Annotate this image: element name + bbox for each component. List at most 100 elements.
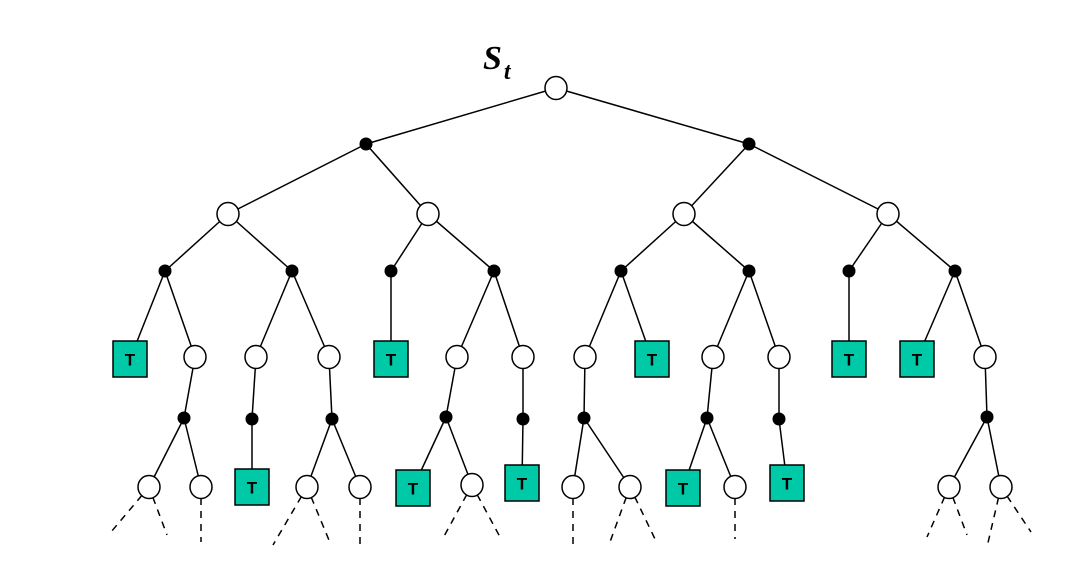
state-node xyxy=(183,344,207,370)
state-node xyxy=(618,474,642,500)
terminal-node: T xyxy=(769,464,805,502)
terminal-box xyxy=(665,469,701,507)
tree-edge xyxy=(555,87,750,145)
action-node xyxy=(325,412,339,426)
action-node xyxy=(285,264,299,278)
tree-edge xyxy=(583,417,631,488)
state-node xyxy=(295,474,319,500)
terminal-box xyxy=(634,340,670,378)
terminal-label: T xyxy=(782,475,793,494)
tree-nodes: T T T T T T T T T T xyxy=(112,75,1013,507)
root-state-label-main: S xyxy=(483,40,502,77)
tree-edge xyxy=(365,143,429,215)
action-node xyxy=(842,264,856,278)
action-node xyxy=(487,264,501,278)
continuation-dash xyxy=(476,494,501,538)
terminal-node: T xyxy=(665,469,701,507)
continuation-dash xyxy=(310,496,332,546)
state-node xyxy=(244,344,268,370)
state-node xyxy=(511,344,535,370)
terminal-node: T xyxy=(373,340,409,378)
state-node xyxy=(137,474,161,500)
action-node xyxy=(980,410,994,424)
tree-edges xyxy=(129,87,1002,489)
terminal-label: T xyxy=(678,480,689,499)
terminal-node: T xyxy=(504,464,540,502)
terminal-label: T xyxy=(386,351,397,370)
tree-edge xyxy=(331,418,361,488)
state-node xyxy=(561,474,585,500)
state-node xyxy=(672,201,696,227)
action-node xyxy=(245,412,259,426)
terminal-box xyxy=(899,340,935,378)
action-node xyxy=(742,137,756,151)
action-node xyxy=(439,410,453,424)
action-node xyxy=(177,411,191,425)
terminal-label: T xyxy=(125,351,136,370)
terminal-box xyxy=(504,464,540,502)
state-node xyxy=(348,474,372,500)
action-node xyxy=(384,264,398,278)
continuation-dash xyxy=(986,497,1000,548)
tree-edge xyxy=(291,270,330,358)
tree-edge xyxy=(227,143,367,215)
action-node xyxy=(772,412,786,426)
terminal-label: T xyxy=(517,475,528,494)
tree-edge xyxy=(164,270,196,358)
tree-edge xyxy=(683,143,750,215)
tree-edge xyxy=(427,213,495,272)
terminal-label: T xyxy=(844,351,855,370)
state-node xyxy=(573,344,597,370)
tree-edge xyxy=(683,213,750,272)
state-node xyxy=(723,474,747,500)
continuation-dash xyxy=(609,497,627,543)
state-node xyxy=(445,344,469,370)
state-node xyxy=(701,344,725,370)
tree-edge xyxy=(456,270,495,358)
action-node xyxy=(577,411,591,425)
tree-edge xyxy=(365,87,557,145)
terminal-node: T xyxy=(899,340,935,378)
terminal-box xyxy=(769,464,805,502)
state-node xyxy=(216,201,240,227)
state-node xyxy=(460,472,484,498)
terminal-box xyxy=(112,340,148,378)
tree-edge xyxy=(227,213,293,272)
tree-edge xyxy=(712,270,750,358)
continuation-dash xyxy=(441,494,468,541)
terminal-box xyxy=(373,340,409,378)
terminal-box xyxy=(234,468,270,506)
continuation-dash xyxy=(952,497,968,536)
state-node xyxy=(544,75,568,101)
terminal-node: T xyxy=(112,340,148,378)
state-node xyxy=(973,344,997,370)
terminal-label: T xyxy=(408,480,419,499)
state-node xyxy=(876,201,900,227)
action-node xyxy=(948,264,962,278)
terminal-node: T xyxy=(634,340,670,378)
tree-edge xyxy=(584,270,622,358)
continuation-dash xyxy=(926,496,946,538)
tree-edge xyxy=(948,416,988,488)
state-node xyxy=(767,344,791,370)
continuation-dash xyxy=(152,497,168,536)
terminal-node: T xyxy=(831,340,867,378)
tree-edge xyxy=(255,270,293,358)
terminal-label: T xyxy=(912,351,923,370)
continuation-dash xyxy=(110,494,143,533)
state-node xyxy=(317,344,341,370)
state-node xyxy=(189,474,213,500)
tree-edge xyxy=(706,417,736,488)
action-node xyxy=(700,411,714,425)
tree-edge xyxy=(493,270,524,358)
tree-edge xyxy=(148,417,185,488)
continuation-dash xyxy=(1006,495,1032,533)
state-node xyxy=(937,474,961,500)
action-node xyxy=(158,264,172,278)
terminal-box xyxy=(831,340,867,378)
tree-edge xyxy=(887,213,956,272)
continuation-dashes xyxy=(110,494,1032,549)
terminal-node: T xyxy=(234,468,270,506)
state-node xyxy=(989,474,1013,500)
